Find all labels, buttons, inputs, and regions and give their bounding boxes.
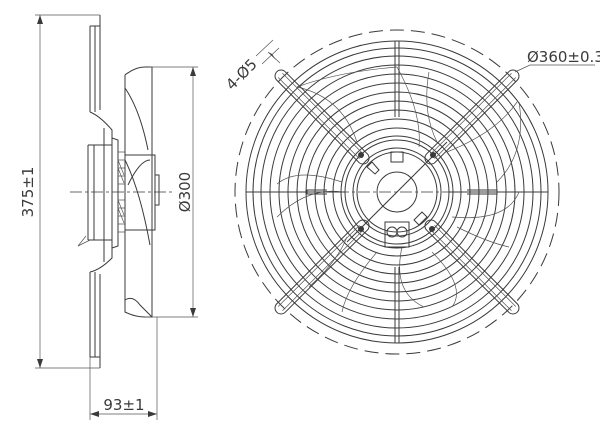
mounting-plate	[87, 15, 119, 368]
dimension-impeller-diameter: Ø300	[145, 66, 198, 318]
bolt-circle-label: Ø360±0.3	[527, 48, 600, 66]
motor-hub	[337, 141, 457, 248]
depth-label: 93±1	[103, 396, 144, 414]
callout-bolt-circle: Ø360±0.3	[514, 48, 600, 73]
impeller-diameter-label: Ø300	[176, 172, 194, 212]
front-view	[234, 29, 560, 355]
bolt-circle	[234, 29, 560, 355]
overall-height-label: 375±1	[19, 167, 37, 218]
guard-spokes	[246, 41, 548, 343]
mounting-holes	[358, 152, 436, 232]
motor-fins	[77, 151, 125, 247]
side-view: 375±1 Ø300 93±1	[19, 14, 198, 420]
callout-mounting-holes: 4-Ø5	[222, 39, 281, 94]
dimension-overall-height: 375±1	[19, 14, 100, 369]
impeller-blades-front	[276, 66, 522, 313]
dimension-depth: 93±1	[89, 317, 158, 420]
mounting-holes-label: 4-Ø5	[222, 55, 260, 93]
